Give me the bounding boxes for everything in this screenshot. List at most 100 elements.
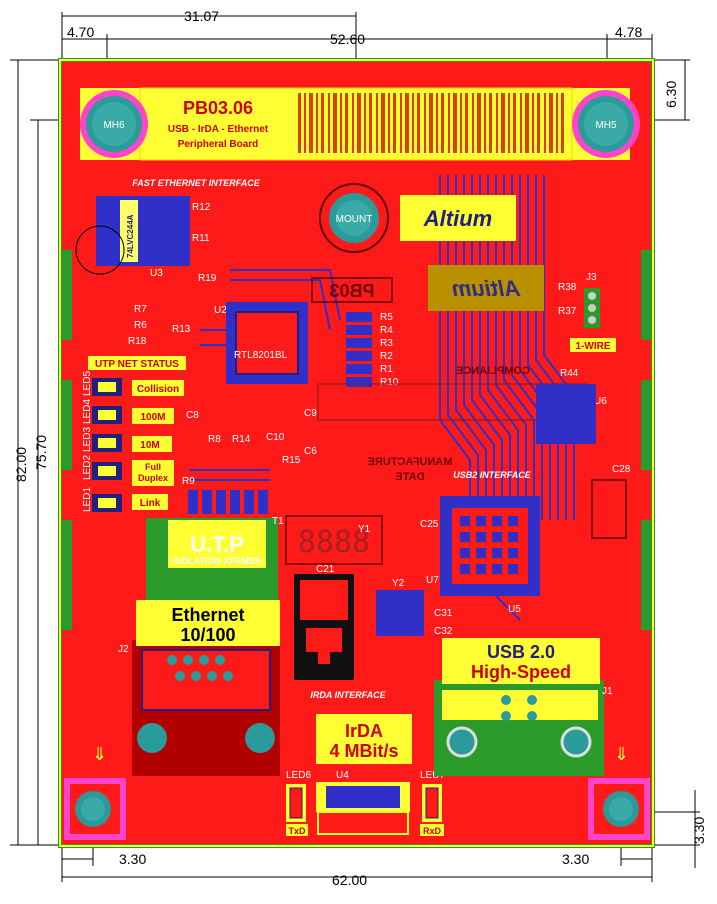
svg-text:DATE: DATE: [395, 471, 424, 483]
svg-text:MANUFACTURE: MANUFACTURE: [368, 456, 453, 468]
mh6-label: MH6: [103, 120, 125, 131]
svg-text:PB03: PB03: [329, 281, 374, 301]
mounting-hole-bottom-left: [64, 778, 126, 840]
ref-c32: C32: [434, 626, 453, 637]
svg-text:10/100: 10/100: [180, 625, 235, 645]
ic-usb-controller: [440, 496, 540, 596]
section-usb2: USB2 INTERFACE: [453, 470, 532, 480]
ref-led2: LED2: [82, 455, 93, 480]
ref-r38: R38: [558, 282, 577, 293]
svg-text:Altium: Altium: [423, 206, 492, 231]
ethernet-jack-j2: [132, 640, 280, 776]
ref-c9: C9: [304, 408, 317, 419]
ref-r10: R10: [380, 377, 399, 388]
ic-u6: [536, 384, 596, 444]
ref-j2: J2: [118, 644, 129, 655]
mounting-hole-bottom-right: [588, 778, 650, 840]
seven-segment-display: 8888: [285, 515, 383, 565]
irda-transceiver-u4: [316, 782, 410, 835]
ref-led7: LED7: [420, 770, 445, 781]
svg-text:USB 2.0: USB 2.0: [487, 642, 555, 662]
dim-left-a: 82.00: [13, 447, 29, 482]
dim-top-a: 31.07: [184, 8, 219, 24]
ref-y2: Y2: [392, 578, 405, 589]
mounting-hole-mh6: MH6: [80, 90, 148, 158]
ref-r4: R4: [380, 325, 393, 336]
ic-74lvc244a: 74LVC244A: [96, 196, 190, 266]
dimension-lines: [10, 12, 700, 882]
svg-text:8888: 8888: [298, 525, 370, 560]
arrow-down-left-icon: ⇓: [92, 744, 107, 764]
ref-led3: LED3: [82, 427, 93, 452]
svg-text:10M: 10M: [140, 440, 159, 451]
svg-text:Ethernet: Ethernet: [171, 605, 244, 625]
dim-top-b: 4.70: [67, 24, 94, 40]
ref-r11: R11: [192, 233, 210, 244]
ref-led4: LED4: [82, 399, 93, 424]
ref-r15: R15: [282, 455, 301, 466]
ref-c21: C21: [316, 564, 335, 575]
ref-u4: U4: [336, 770, 349, 781]
status-led-collision: Collision: [92, 378, 184, 396]
svg-text:High-Speed: High-Speed: [471, 662, 571, 682]
svg-text:COMPLIANCE: COMPLIANCE: [456, 365, 530, 377]
utp-transformer: U.T.P ISOLATION XFRMER: [146, 518, 278, 600]
ref-c28: C28: [612, 464, 631, 475]
one-wire-label: 1-WIRE: [576, 341, 611, 352]
dim-bottom-b: 3.30: [562, 851, 589, 867]
ref-u7: U7: [426, 575, 439, 586]
ref-r9: R9: [182, 476, 195, 487]
one-wire-box: [570, 338, 616, 352]
ref-c6: C6: [304, 446, 317, 457]
usb-label-box: USB 2.0 High-Speed: [442, 638, 600, 684]
mh5-label: MH5: [595, 120, 617, 131]
ref-r18: R18: [128, 336, 147, 347]
ref-c31: C31: [434, 608, 453, 619]
ref-r14: R14: [232, 434, 251, 445]
connector-j3: [584, 288, 600, 328]
svg-text:TxD: TxD: [288, 826, 306, 836]
ref-r6: R6: [134, 320, 147, 331]
arrow-down-right-icon: ⇓: [614, 744, 629, 764]
compliance-block: COMPLIANCE MANUFACTURE DATE: [317, 365, 589, 483]
svg-text:IrDA: IrDA: [345, 721, 383, 741]
altium-logo-mirrored: Altium: [428, 265, 544, 311]
board-title: PB03.06: [183, 98, 253, 118]
ethernet-label-box: Ethernet 10/100: [136, 600, 280, 646]
ref-r8: R8: [208, 434, 221, 445]
pb03-mirror-label: PB03: [311, 277, 393, 303]
ref-u2: U2: [214, 305, 227, 316]
status-led-link: Link: [92, 494, 168, 512]
status-led-10m: 10M: [92, 434, 172, 452]
dim-top-c: 52.60: [330, 31, 365, 47]
led7-rxd: RxD: [420, 784, 444, 836]
status-led-100m: 100M: [92, 406, 174, 424]
component-row: [188, 490, 268, 514]
svg-text:4 MBit/s: 4 MBit/s: [329, 741, 398, 761]
ref-r13: R13: [172, 324, 191, 335]
utp-status-header: [88, 356, 186, 370]
section-irda: IRDA INTERFACE: [310, 690, 386, 700]
irda-label-box: IrDA 4 MBit/s: [316, 714, 412, 764]
crystal-y2: [376, 590, 424, 636]
ref-led6: LED6: [286, 770, 311, 781]
ref-t1: T1: [272, 516, 284, 527]
svg-text:U.T.P: U.T.P: [190, 532, 244, 557]
dim-top-d: 4.78: [615, 24, 642, 40]
dim-right-a: 6.30: [663, 81, 679, 108]
mount-label: MOUNT: [336, 214, 373, 225]
svg-text:Altium: Altium: [452, 276, 521, 301]
ref-u6: U6: [594, 396, 607, 407]
ref-c8: C8: [186, 410, 199, 421]
voltage-regulator: [294, 574, 354, 680]
section-utp-status: UTP NET STATUS: [95, 359, 179, 370]
led6-txd: TxD: [286, 784, 308, 836]
resistor-array: [346, 312, 372, 387]
ref-r19: R19: [198, 273, 217, 284]
svg-text:RTL8201BL: RTL8201BL: [234, 350, 288, 361]
svg-text:Collision: Collision: [137, 384, 179, 395]
ref-j1: J1: [602, 686, 613, 697]
ref-r3: R3: [380, 338, 393, 349]
barcode: [298, 93, 564, 153]
